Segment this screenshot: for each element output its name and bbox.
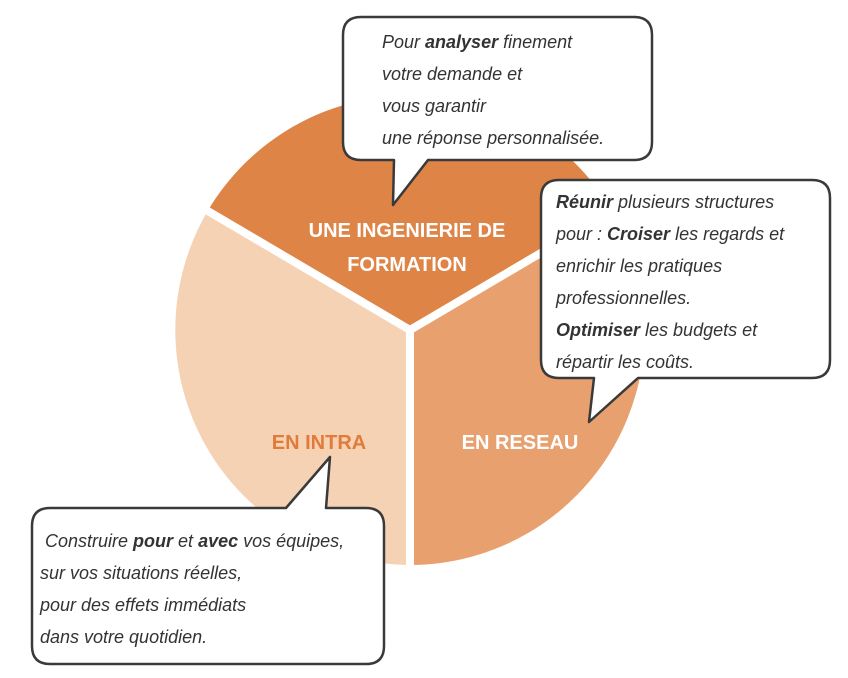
callout-bottom-line4: dans votre quotidien. bbox=[40, 627, 208, 647]
callout-right-line5-post: les budgets et bbox=[640, 320, 758, 340]
callout-bottom-line1-post: vos équipes, bbox=[238, 531, 345, 551]
callout-right-line2-post: les regards et bbox=[670, 224, 785, 244]
callout-right-line3: enrichir les pratiques bbox=[556, 256, 723, 276]
callout-right-line1-post: plusieurs structures bbox=[613, 192, 775, 212]
callout-right-keyword-reunir: Réunir bbox=[556, 192, 614, 212]
callout-bottom-line2: sur vos situations réelles, bbox=[40, 563, 243, 583]
segment-label-en-intra: EN INTRA bbox=[272, 432, 366, 454]
callout-bottom-line3: pour des effets immédiats bbox=[40, 595, 247, 615]
callout-top-line1-post: finement bbox=[498, 32, 573, 52]
callout-bottom-keyword-pour: pour bbox=[133, 531, 174, 551]
callout-text-bottom: Construire pour et avec vos équipes, sur… bbox=[40, 525, 344, 653]
callout-right-line2: pour : Croiser les regards et bbox=[556, 218, 784, 250]
callout-bottom-line1-pre: Construire bbox=[40, 531, 134, 551]
separator-left bbox=[202, 205, 413, 334]
callout-bottom-keyword-avec: avec bbox=[198, 531, 239, 551]
callout-bubble-right bbox=[539, 178, 832, 424]
callout-text-right: Réunir plusieurs structures pour : Crois… bbox=[556, 186, 784, 378]
segment-label-ingenierie-line2: FORMATION bbox=[347, 254, 467, 276]
segment-label-en-reseau: EN RESEAU bbox=[462, 432, 579, 454]
callout-right-line6: répartir les coûts. bbox=[556, 352, 695, 372]
callout-bubble-top bbox=[341, 15, 654, 207]
callout-text-top: Pour analyser finement votre demande et … bbox=[382, 26, 604, 154]
callout-right-keyword-croiser: Croiser bbox=[607, 224, 671, 244]
callout-bubble-bottom bbox=[30, 455, 386, 666]
callout-right-line2-pre: pour : bbox=[556, 224, 608, 244]
callout-top-line1: Pour analyser finement bbox=[382, 26, 604, 58]
callout-bottom-line1: Construire pour et avec vos équipes, bbox=[40, 525, 344, 557]
callout-top-line2: votre demande et bbox=[382, 64, 523, 84]
callout-top-line3: vous garantir bbox=[382, 96, 487, 116]
callout-right-keyword-optimiser: Optimiser bbox=[556, 320, 641, 340]
segment-label-ingenierie-line1: UNE INGENIERIE DE bbox=[309, 220, 506, 242]
callout-top-line1-pre: Pour bbox=[382, 32, 426, 52]
callout-right-line5: Optimiser les budgets et bbox=[556, 314, 784, 346]
callout-right-line1: Réunir plusieurs structures bbox=[556, 186, 784, 218]
callout-top-line4: une réponse personnalisée. bbox=[382, 128, 605, 148]
callout-right-line4: professionnelles. bbox=[556, 288, 692, 308]
callout-top-keyword-analyser: analyser bbox=[425, 32, 499, 52]
callout-bottom-line1-mid: et bbox=[173, 531, 199, 551]
